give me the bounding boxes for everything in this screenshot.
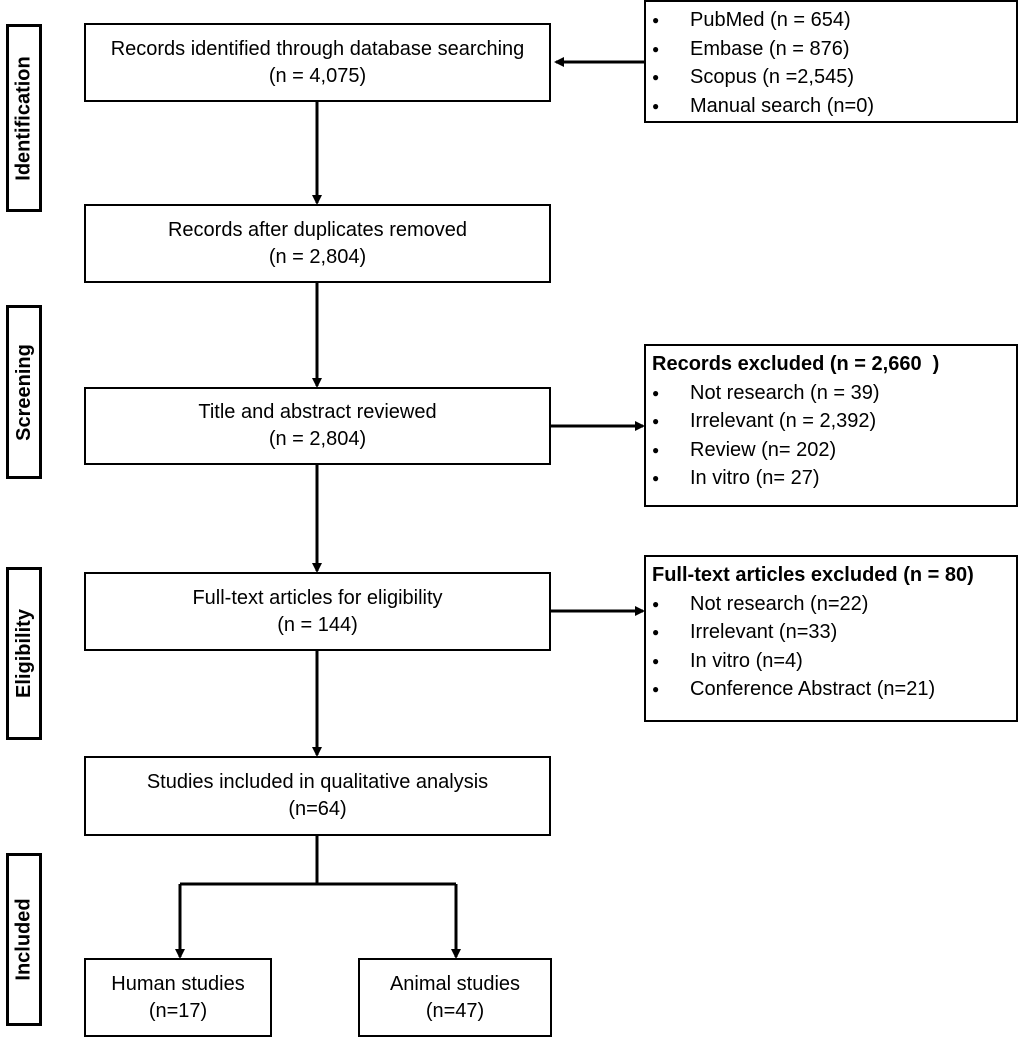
list-item: Irrelevant (n = 2,392) <box>646 407 1016 436</box>
stage-included-label: Included <box>6 853 42 1026</box>
stage-identification-label: Identification <box>6 24 42 212</box>
list-item: Conference Abstract (n=21) <box>646 675 1016 704</box>
records-excluded-heading: Records excluded (n = 2,660 ) <box>652 353 940 375</box>
database-sources-list: PubMed (n = 654) Embase (n = 876) Scopus… <box>646 6 1016 120</box>
fulltext-excluded-list: Not research (n=22) Irrelevant (n=33) In… <box>646 590 1016 704</box>
list-item: PubMed (n = 654) <box>646 6 1016 35</box>
list-item: Review (n= 202) <box>646 436 1016 465</box>
fulltext-excluded-box: Full-text articles excluded (n = 80) Not… <box>644 555 1018 722</box>
list-item: In vitro (n=4) <box>646 647 1016 676</box>
animal-studies-label: Animal studies <box>389 972 521 995</box>
records-dedup-label: Records after duplicates removed <box>167 218 468 241</box>
records-identified-label: Records identified through database sear… <box>110 37 525 60</box>
records-dedup-count: (n = 2,804) <box>268 245 367 268</box>
list-item: Manual search (n=0) <box>646 92 1016 121</box>
list-item: Embase (n = 876) <box>646 35 1016 64</box>
records-excluded-box: Records excluded (n = 2,660 ) Not resear… <box>644 344 1018 507</box>
list-item: Not research (n=22) <box>646 590 1016 619</box>
branch-included-to-studies <box>180 835 319 886</box>
animal-studies-box: Animal studies (n=47) <box>358 958 552 1037</box>
fulltext-box: Full-text articles for eligibility (n = … <box>84 572 551 651</box>
stage-eligibility-label: Eligibility <box>6 567 42 740</box>
records-identified-box: Records identified through database sear… <box>84 23 551 102</box>
records-excluded-list: Not research (n = 39) Irrelevant (n = 2,… <box>646 379 1016 493</box>
animal-studies-count: (n=47) <box>425 999 485 1022</box>
records-dedup-box: Records after duplicates removed (n = 2,… <box>84 204 551 283</box>
fulltext-count: (n = 144) <box>277 613 358 636</box>
human-studies-label: Human studies <box>111 972 245 995</box>
studies-included-label: Studies included in qualitative analysis <box>146 771 489 793</box>
human-studies-count: (n=17) <box>148 999 208 1022</box>
database-sources-box: PubMed (n = 654) Embase (n = 876) Scopus… <box>644 0 1018 123</box>
fulltext-excluded-heading: Full-text articles excluded (n = 80) <box>652 564 974 586</box>
fulltext-label: Full-text articles for eligibility <box>192 586 443 609</box>
human-studies-box: Human studies (n=17) <box>84 958 272 1037</box>
title-abstract-label: Title and abstract reviewed <box>198 401 437 423</box>
title-abstract-count: (n = 2,804) <box>268 428 367 450</box>
list-item: Irrelevant (n=33) <box>646 618 1016 647</box>
title-abstract-box: Title and abstract reviewed (n = 2,804) <box>84 387 551 465</box>
studies-included-count: (n=64) <box>288 798 347 820</box>
list-item: Not research (n = 39) <box>646 379 1016 408</box>
studies-included-box: Studies included in qualitative analysis… <box>84 756 551 836</box>
stage-screening-label: Screening <box>6 305 42 479</box>
list-item: Scopus (n =2,545) <box>646 63 1016 92</box>
records-identified-count: (n = 4,075) <box>268 64 367 87</box>
list-item: In vitro (n= 27) <box>646 464 1016 493</box>
